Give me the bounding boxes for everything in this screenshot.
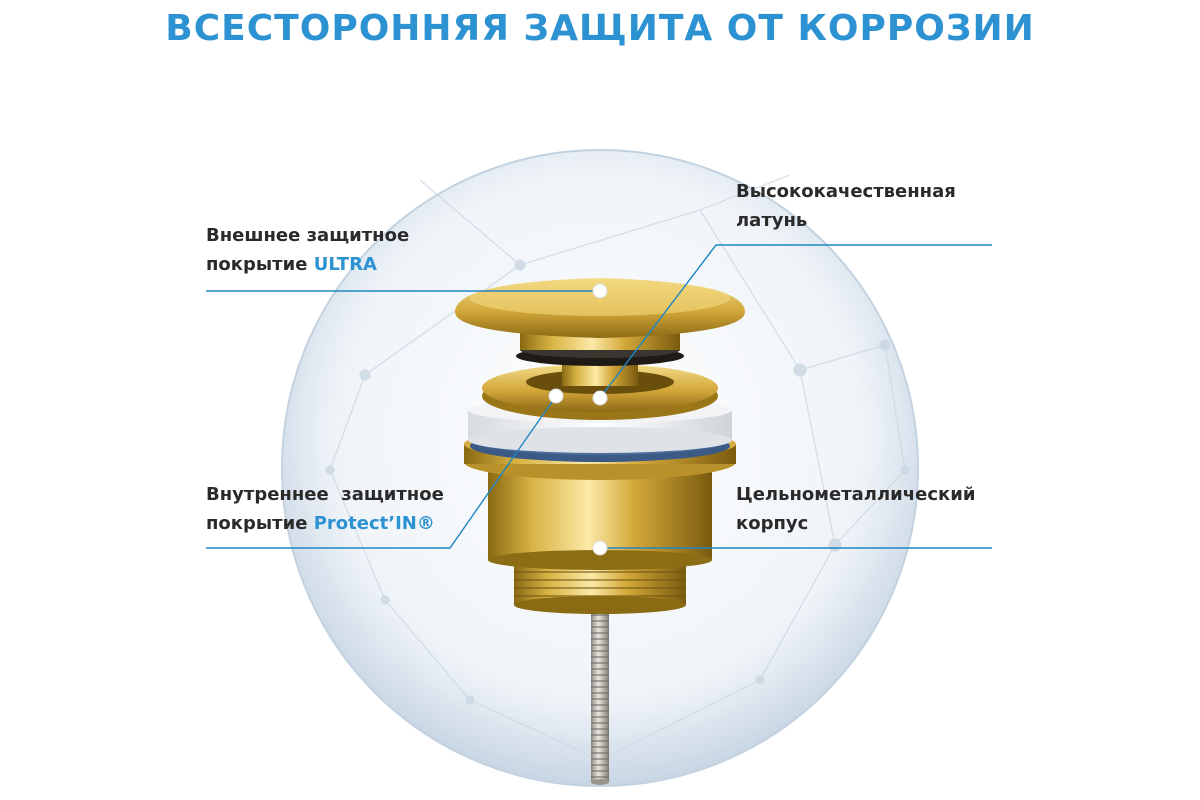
callout-body: Цельнометаллический корпус xyxy=(736,480,975,538)
page-title: ВСЕСТОРОННЯЯ ЗАЩИТА ОТ КОРРОЗИИ xyxy=(165,8,1035,49)
callout-line-brass xyxy=(599,244,992,399)
callout-brass-line2: латунь xyxy=(736,210,808,231)
callout-dot-brass xyxy=(592,390,608,406)
callout-inner-line1: Внутреннее защитное xyxy=(206,484,444,505)
callout-inner-coating: Внутреннее защитное покрытие Protect’IN® xyxy=(206,480,444,538)
callout-body-line1: Цельнометаллический xyxy=(736,484,976,505)
callout-dot-inner xyxy=(548,388,564,404)
callout-body-line2: корпус xyxy=(736,513,809,534)
callout-inner-prefix: покрытие xyxy=(206,513,314,534)
callout-brass: Высококачественная латунь xyxy=(736,177,956,235)
callout-outer-line2: покрытие ULTRA xyxy=(206,250,409,279)
callout-inner-line2: покрытие Protect’IN® xyxy=(206,509,444,538)
callout-line-inner xyxy=(206,395,557,549)
callout-outer-prefix: покрытие xyxy=(206,254,314,275)
callout-outer-coating: Внешнее защитное покрытие ULTRA xyxy=(206,221,409,279)
callout-brass-line1: Высококачественная xyxy=(736,181,956,202)
callout-outer-line1: Внешнее защитное xyxy=(206,225,410,246)
callout-inner-accent: Protect’IN® xyxy=(313,513,435,534)
callout-dot-body xyxy=(592,540,608,556)
callout-dot-outer xyxy=(592,283,608,299)
callout-outer-accent: ULTRA xyxy=(313,254,377,275)
network-pattern xyxy=(325,174,910,761)
